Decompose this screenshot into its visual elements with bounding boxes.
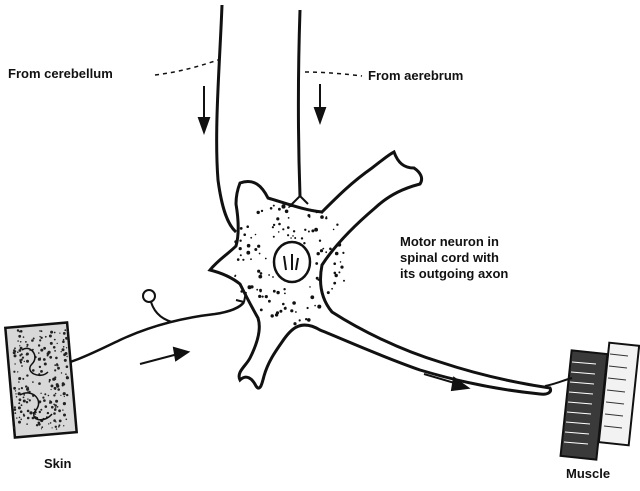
cerebrum-fiber-end bbox=[292, 196, 308, 204]
motor-neuron-line-2: spinal cord with bbox=[400, 250, 508, 266]
muscle-block bbox=[545, 343, 639, 460]
cerebellum-fiber bbox=[217, 5, 236, 232]
arrow-sensory bbox=[140, 348, 188, 364]
skin-block bbox=[5, 323, 76, 438]
label-from-cerebellum: From cerebellum bbox=[8, 66, 113, 82]
label-from-cerebrum: From aerebrum bbox=[368, 68, 463, 84]
down-arrow-left bbox=[199, 86, 209, 132]
cerebellum-leader bbox=[155, 60, 218, 75]
label-skin: Skin bbox=[44, 456, 71, 472]
cerebrum-fiber bbox=[299, 10, 301, 196]
motor-neuron-line-1: Motor neuron in bbox=[400, 234, 508, 250]
label-motor-neuron: Motor neuron in spinal cord with its out… bbox=[400, 234, 508, 282]
down-arrow-right bbox=[315, 84, 325, 122]
motor-neuron-line-3: its outgoing axon bbox=[400, 266, 508, 282]
cerebrum-leader bbox=[305, 72, 362, 76]
ganglion-cell bbox=[143, 290, 155, 302]
sensory-branch bbox=[150, 298, 172, 322]
label-muscle: Muscle bbox=[566, 466, 610, 482]
